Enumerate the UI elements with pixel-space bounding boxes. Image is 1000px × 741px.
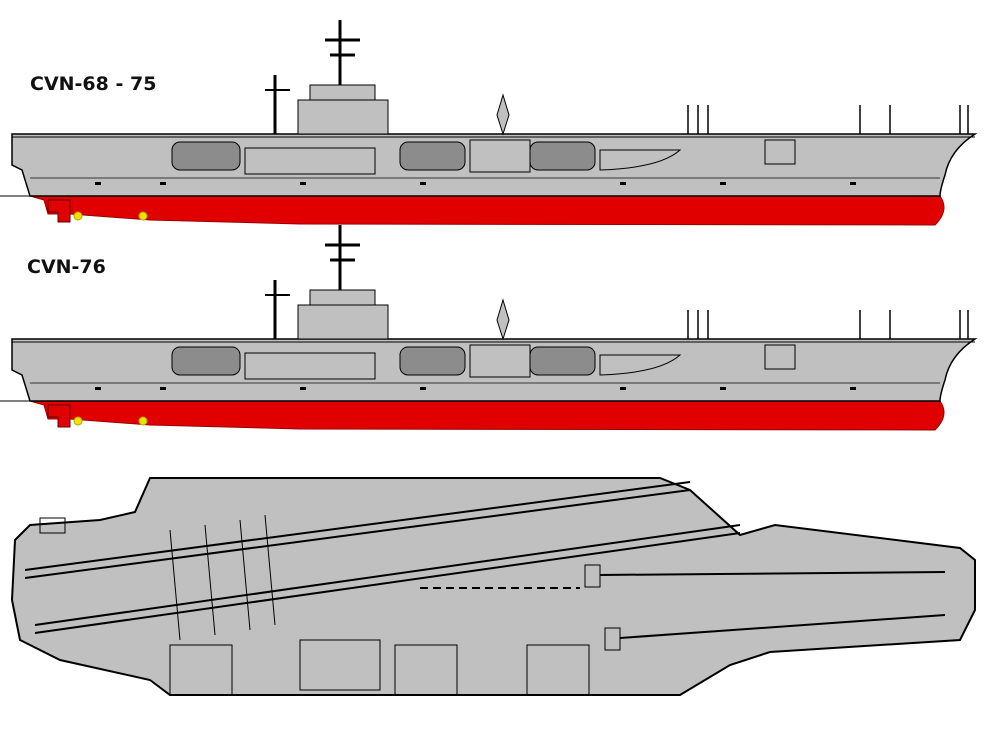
label-cvn-68-75: CVN-68 - 75 xyxy=(30,73,157,95)
top-view-flight-deck xyxy=(10,477,976,696)
label-cvn-76: CVN-76 xyxy=(27,256,106,278)
profile-view-cvn-68-75 xyxy=(0,18,977,227)
profile-view-cvn-76 xyxy=(0,223,977,432)
